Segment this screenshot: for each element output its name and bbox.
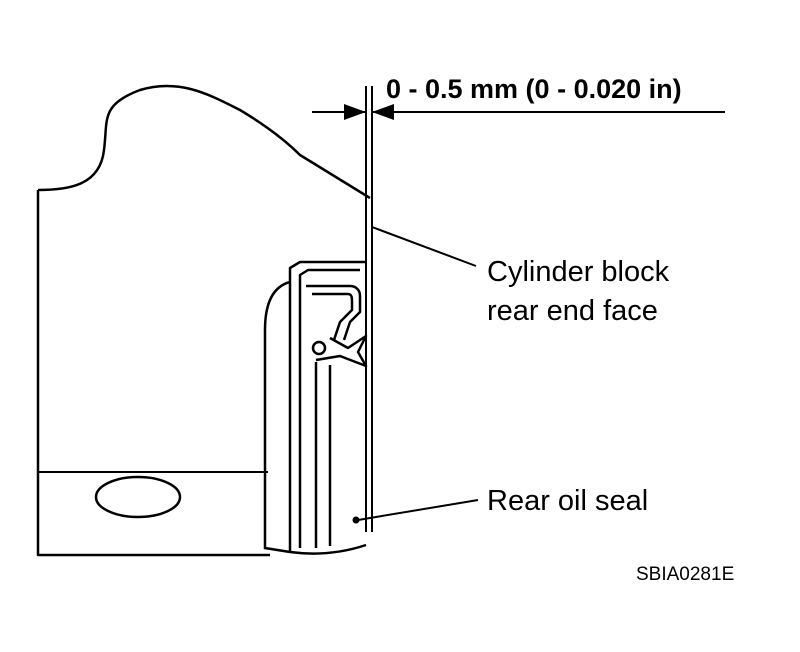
dimension-label: 0 - 0.5 mm (0 - 0.020 in) — [386, 74, 682, 104]
cylinder-block-outline — [36, 84, 371, 557]
figure-code: SBIA0281E — [636, 564, 734, 585]
dimension-arrow-left — [344, 104, 366, 120]
seal-leader-line — [357, 499, 479, 521]
seal-label: Rear oil seal — [487, 485, 648, 517]
seal-leader-dot — [352, 516, 360, 524]
seal-housing-recess — [263, 280, 291, 554]
face-leader-line — [371, 226, 477, 267]
face-label-line1: Cylinder block — [487, 256, 670, 288]
rear-oil-seal — [288, 260, 368, 555]
block-oval-hole — [94, 475, 182, 519]
gap-dimension — [312, 104, 725, 120]
dimension-arrow-right — [372, 104, 394, 120]
face-label-line2: rear end face — [487, 295, 658, 327]
